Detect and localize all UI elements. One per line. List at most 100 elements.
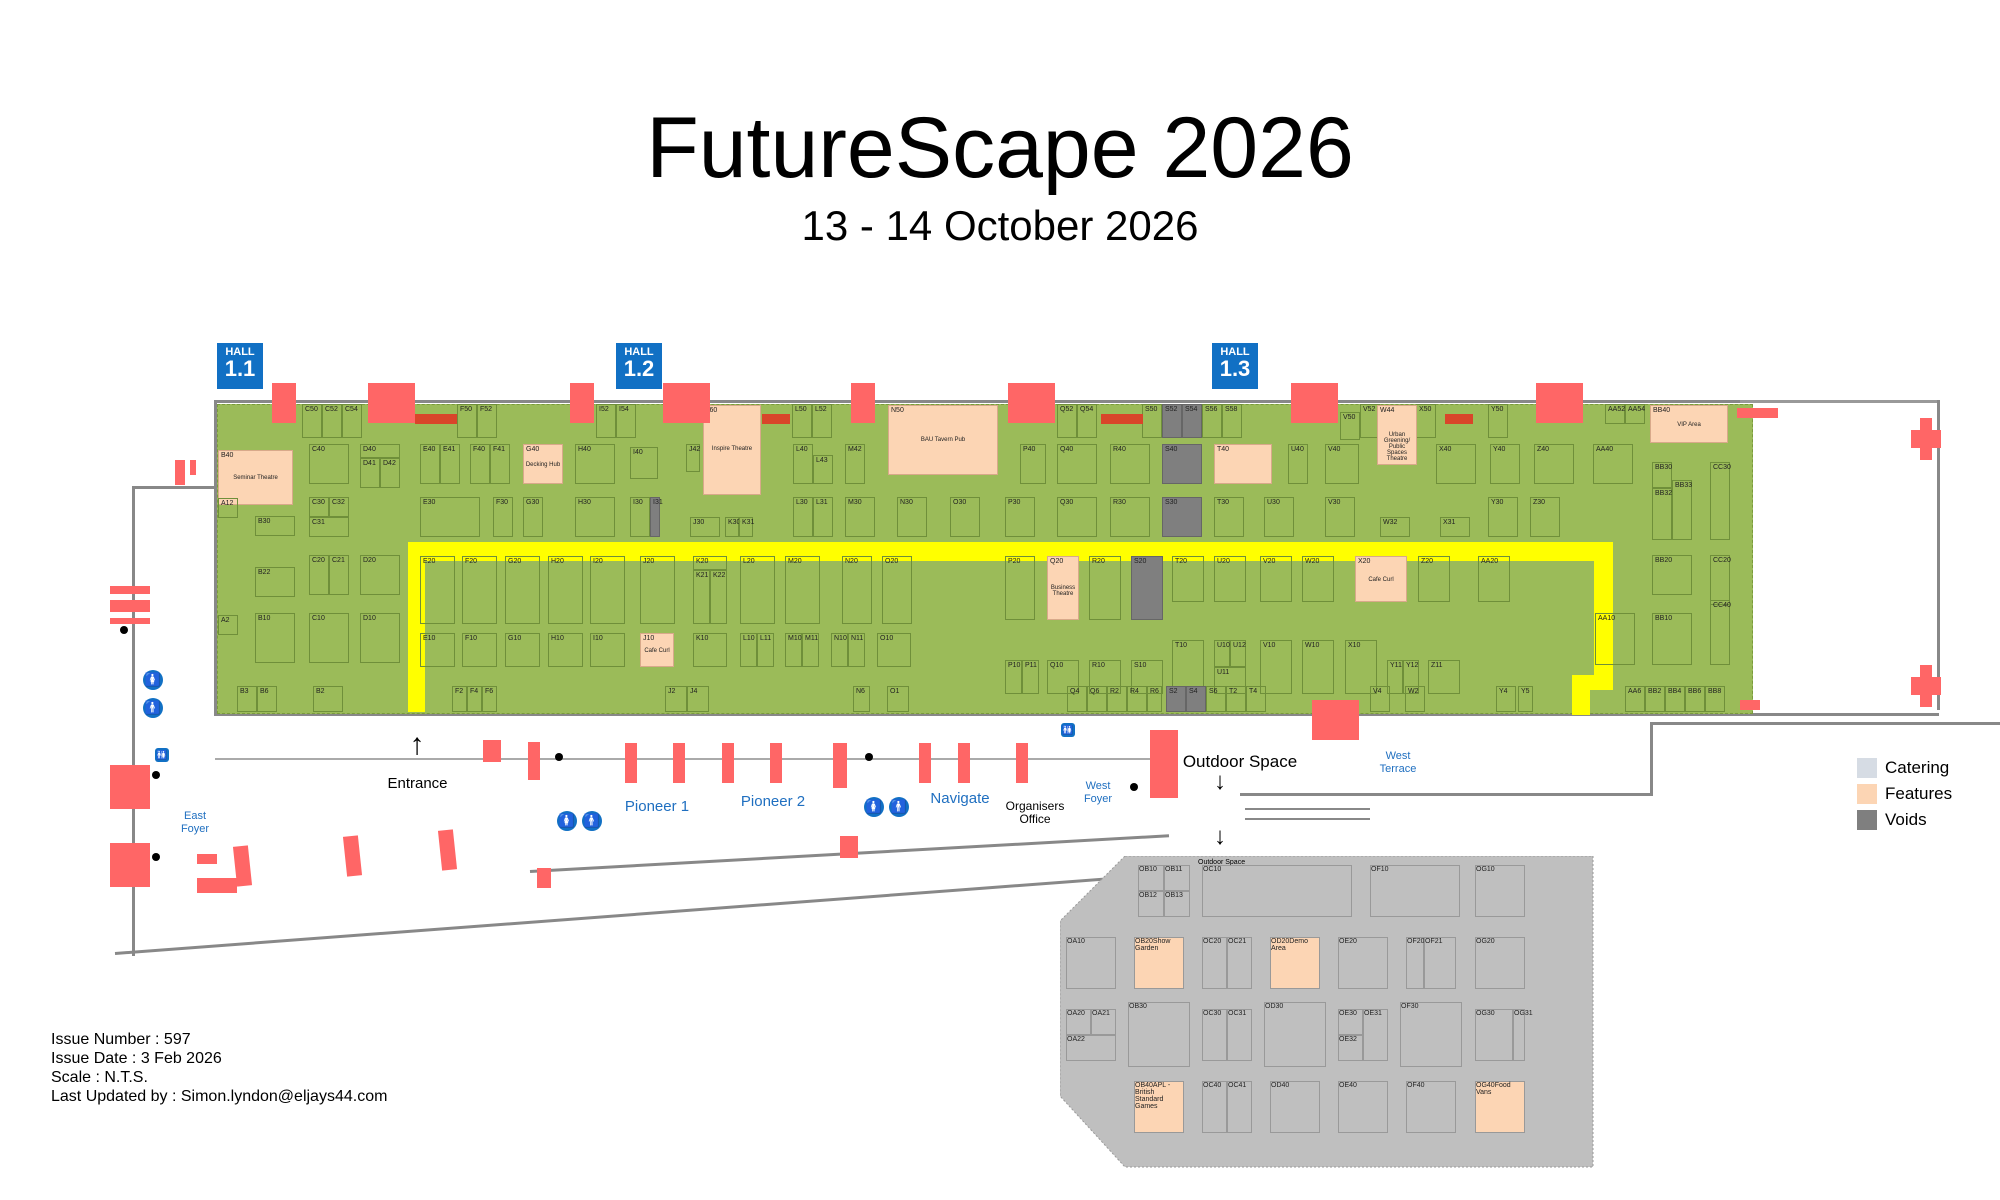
stand-o10[interactable]: O10 — [877, 633, 911, 667]
stand-y4[interactable]: Y4 — [1496, 686, 1516, 712]
stand-w32[interactable]: W32 — [1380, 517, 1410, 537]
stand-of10[interactable]: OF10 — [1370, 865, 1460, 917]
stand-f2[interactable]: F2 — [452, 686, 467, 712]
stand-c21[interactable]: C21 — [329, 555, 349, 595]
stand-e20[interactable]: E20 — [420, 556, 455, 624]
stand-h10[interactable]: H10 — [548, 633, 583, 667]
stand-i10[interactable]: I10 — [590, 633, 625, 667]
stand-r20[interactable]: R20 — [1089, 556, 1121, 620]
stand-c40[interactable]: C40 — [309, 444, 349, 484]
stand-l10[interactable]: L10 — [740, 633, 757, 667]
stand-y11[interactable]: Y11 — [1387, 660, 1403, 694]
stand-q54[interactable]: Q54 — [1077, 404, 1097, 438]
stand-g10[interactable]: G10 — [505, 633, 540, 667]
stand-m42[interactable]: M42 — [845, 444, 865, 484]
stand-od30[interactable]: OD30 — [1264, 1002, 1326, 1067]
stand-k21[interactable]: K21 — [693, 570, 710, 624]
stand-b22[interactable]: B22 — [255, 567, 295, 597]
stand-oc10[interactable]: OC10 — [1202, 865, 1352, 917]
stand-u11[interactable]: U11 — [1214, 667, 1246, 694]
stand-k30[interactable]: K30 — [725, 517, 740, 537]
stand-m20[interactable]: M20 — [785, 556, 820, 624]
stand-s2[interactable]: S2 — [1166, 686, 1186, 712]
stand-bb6[interactable]: BB6 — [1685, 686, 1705, 712]
stand-cc40[interactable]: CC40 — [1710, 600, 1731, 665]
stand-o1[interactable]: O1 — [887, 686, 909, 712]
stand-z30[interactable]: Z30 — [1530, 497, 1560, 537]
stand-of30[interactable]: OF30 — [1400, 1002, 1462, 1067]
stand-of21[interactable]: OF21 — [1424, 937, 1456, 989]
stand-bb2[interactable]: BB2 — [1645, 686, 1665, 712]
stand-e40[interactable]: E40 — [420, 444, 440, 484]
stand-i31[interactable]: I31 — [650, 497, 663, 537]
stand-oe32[interactable]: OE32 — [1338, 1035, 1363, 1061]
stand-d40[interactable]: D40 — [360, 444, 400, 458]
stand-ob10[interactable]: OB10 — [1138, 865, 1164, 891]
stand-s52[interactable]: S52 — [1162, 404, 1182, 438]
stand-g30[interactable]: G30 — [523, 497, 543, 537]
stand-d20[interactable]: D20 — [360, 555, 400, 595]
stand-q52[interactable]: Q52 — [1057, 404, 1077, 438]
stand-z20[interactable]: Z20 — [1418, 556, 1450, 602]
stand-s4[interactable]: S4 — [1186, 686, 1206, 712]
stand-oc30[interactable]: OC30 — [1202, 1009, 1227, 1061]
stand-p11[interactable]: P11 — [1022, 660, 1039, 694]
stand-aa6[interactable]: AA6 — [1625, 686, 1645, 712]
stand-og30[interactable]: OG30 — [1475, 1009, 1513, 1061]
stand-oe20[interactable]: OE20 — [1338, 937, 1388, 989]
stand-k22[interactable]: K22 — [710, 570, 727, 624]
stand-i40[interactable]: I40 — [630, 447, 658, 479]
stand-p30[interactable]: P30 — [1005, 497, 1035, 537]
stand-ob11[interactable]: OB11 — [1164, 865, 1190, 891]
stand-r4[interactable]: R4 — [1127, 686, 1147, 712]
stand-bb4[interactable]: BB4 — [1665, 686, 1685, 712]
stand-s6[interactable]: S6 — [1206, 686, 1226, 712]
stand-m10[interactable]: M10 — [785, 633, 802, 667]
stand-x40[interactable]: X40 — [1436, 444, 1476, 484]
stand-z11[interactable]: Z11 — [1428, 660, 1460, 694]
stand-l20[interactable]: L20 — [740, 556, 775, 624]
stand-og31[interactable]: OG31 — [1513, 1009, 1533, 1061]
stand-d10[interactable]: D10 — [360, 613, 400, 663]
stand-g20[interactable]: G20 — [505, 556, 540, 624]
stand-s40[interactable]: S40 — [1162, 444, 1202, 484]
stand-i20[interactable]: I20 — [590, 556, 625, 624]
stand-of40[interactable]: OF40 — [1406, 1081, 1456, 1133]
stand-f41[interactable]: F41 — [490, 444, 510, 484]
stand-t4[interactable]: T4 — [1246, 686, 1266, 712]
stand-y5[interactable]: Y5 — [1518, 686, 1533, 712]
stand-j20[interactable]: J20 — [640, 556, 675, 624]
stand-x10[interactable]: X10 — [1345, 640, 1377, 694]
stand-h20[interactable]: H20 — [548, 556, 583, 624]
stand-l11[interactable]: L11 — [757, 633, 774, 667]
stand-q10[interactable]: Q10 — [1047, 660, 1079, 694]
stand-l30[interactable]: L30 — [793, 497, 813, 537]
stand-r6[interactable]: R6 — [1147, 686, 1162, 712]
stand-p10[interactable]: P10 — [1005, 660, 1022, 694]
stand-y12[interactable]: Y12 — [1403, 660, 1419, 694]
stand-c50[interactable]: C50 — [302, 404, 322, 438]
stand-f20[interactable]: F20 — [462, 556, 497, 624]
stand-og40[interactable]: OG40Food Vans — [1475, 1081, 1525, 1133]
stand-r30[interactable]: R30 — [1110, 497, 1150, 537]
stand-f52[interactable]: F52 — [477, 404, 497, 438]
stand-f30[interactable]: F30 — [493, 497, 513, 537]
stand-u40[interactable]: U40 — [1288, 444, 1308, 484]
stand-k31[interactable]: K31 — [739, 517, 754, 537]
stand-i52[interactable]: I52 — [596, 404, 616, 438]
stand-oa21[interactable]: OA21 — [1091, 1009, 1116, 1035]
stand-oa22[interactable]: OA22 — [1066, 1035, 1116, 1061]
stand-oc20[interactable]: OC20 — [1202, 937, 1227, 989]
stand-aa40[interactable]: AA40 — [1593, 444, 1633, 484]
stand-ob13[interactable]: OB13 — [1164, 891, 1190, 917]
stand-oe30[interactable]: OE30 — [1338, 1009, 1363, 1035]
stand-u30[interactable]: U30 — [1264, 497, 1294, 537]
stand-f6[interactable]: F6 — [482, 686, 497, 712]
stand-j2[interactable]: J2 — [665, 686, 687, 712]
stand-b10[interactable]: B10 — [255, 613, 295, 663]
